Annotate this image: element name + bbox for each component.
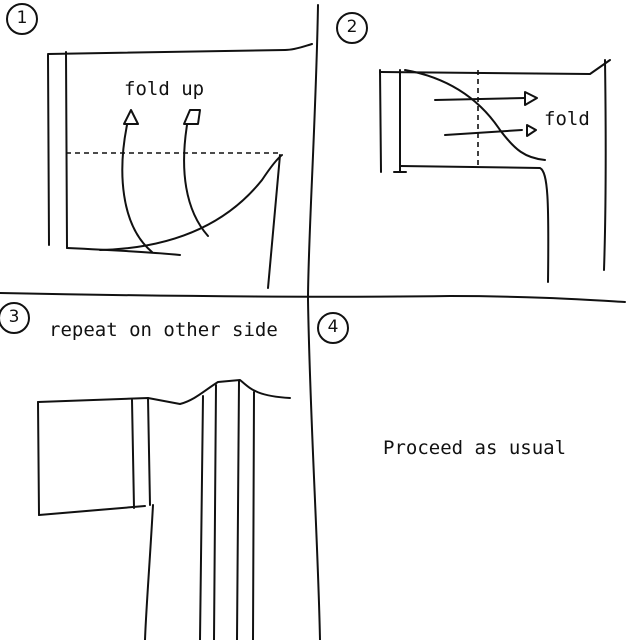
step-3-circle	[0, 302, 30, 334]
step-2-circle	[336, 12, 368, 44]
step-2-number: 2	[346, 17, 358, 37]
step-1-circle	[6, 3, 38, 35]
step-4-number: 4	[327, 317, 339, 337]
panel-1-sketch	[47, 43, 313, 289]
vertical-divider	[307, 4, 321, 640]
step-1-number: 1	[16, 8, 28, 28]
step-4-label: Proceed as usual	[383, 437, 567, 459]
horizontal-divider	[0, 292, 626, 303]
step-3-label: repeat on other side	[49, 319, 278, 341]
step-1-label: fold up	[124, 78, 205, 100]
panel-2-sketch	[379, 59, 611, 283]
step-4-circle	[317, 312, 349, 344]
panel-3-sketch	[37, 379, 291, 640]
step-2-label: fold	[544, 108, 590, 130]
step-3-number: 3	[8, 307, 20, 327]
